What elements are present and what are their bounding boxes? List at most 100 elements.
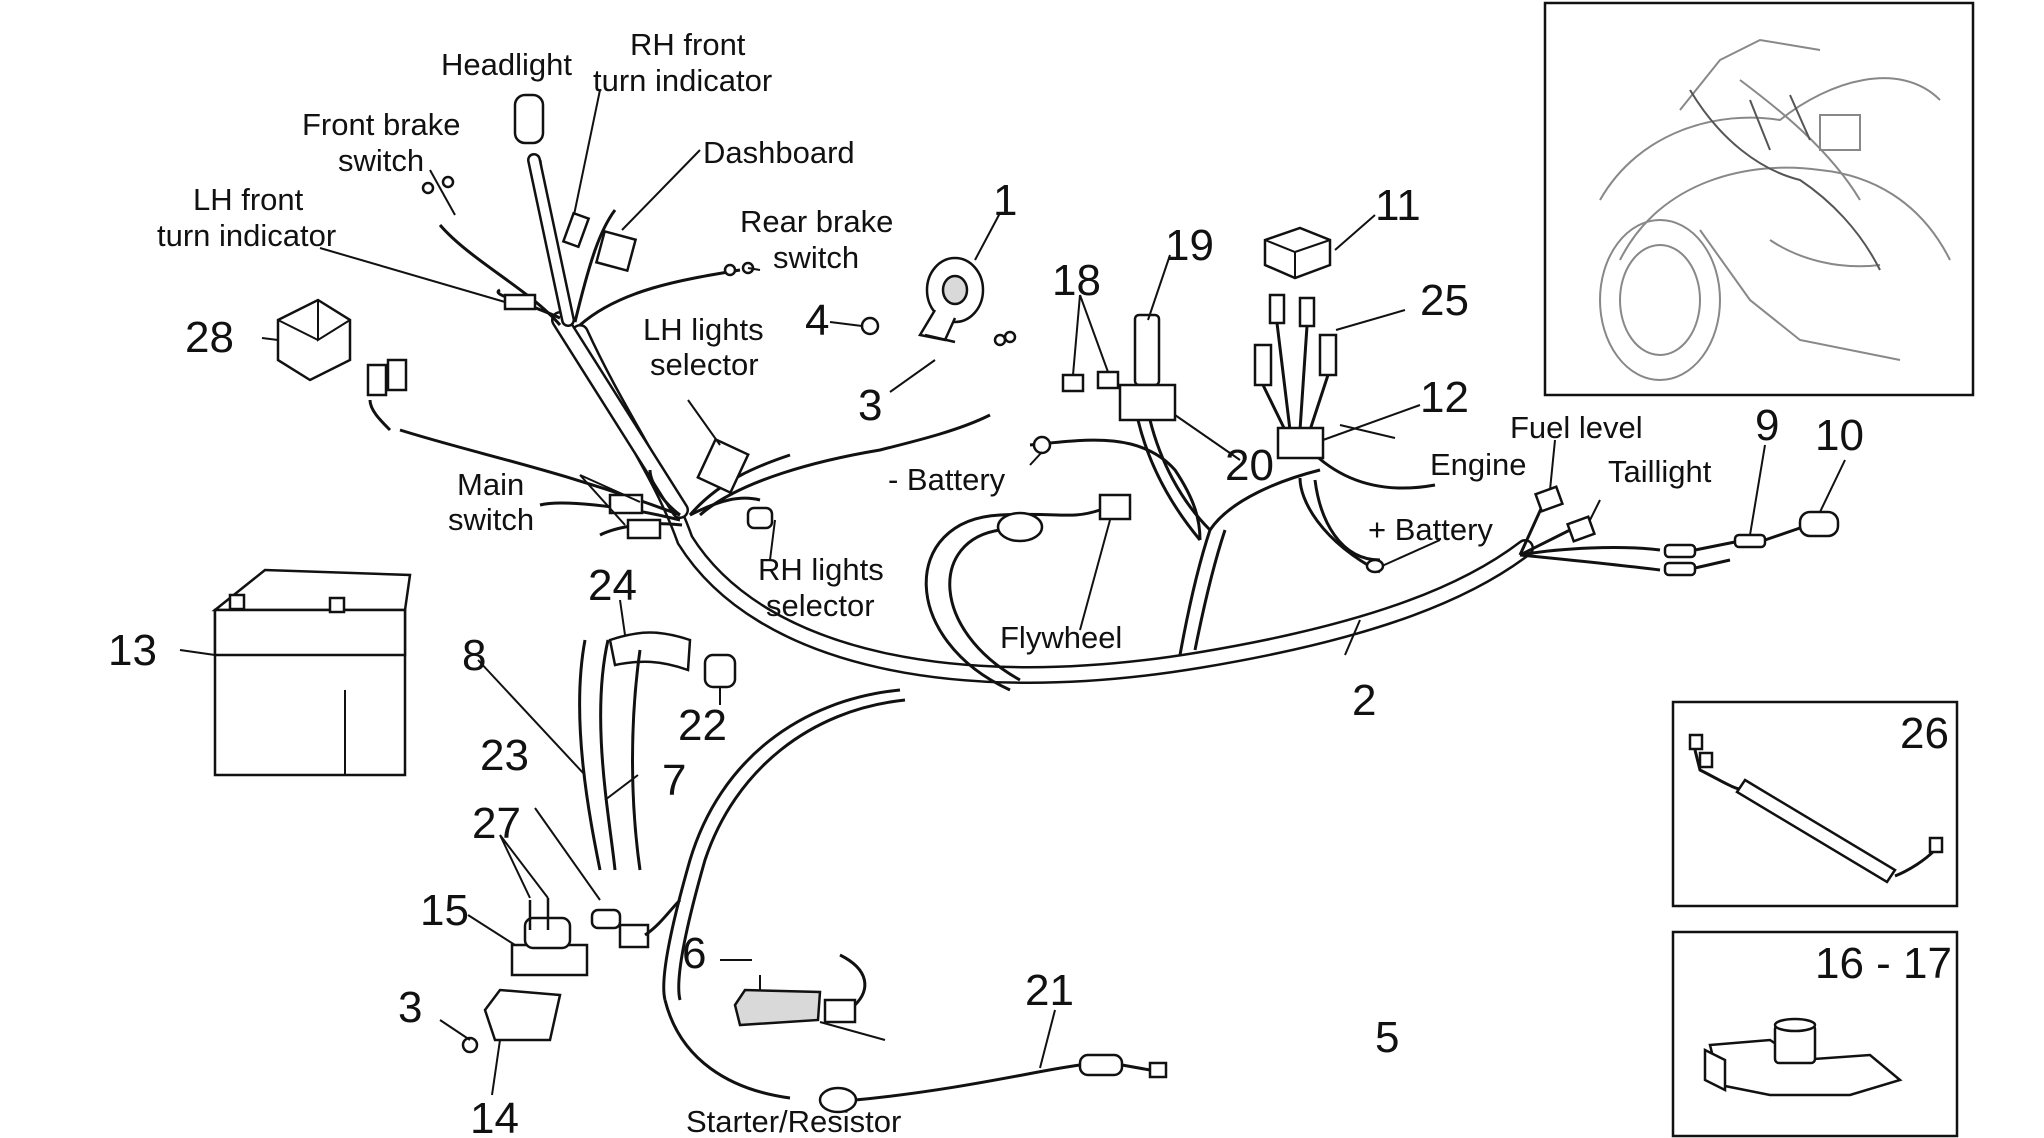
- label-plus-battery: + Battery: [1368, 512, 1493, 547]
- label-rh-front-2: turn indicator: [593, 63, 772, 98]
- label-fuel-level: Fuel level: [1510, 410, 1643, 445]
- label-starter-resistor: Starter/Resistor: [686, 1104, 901, 1138]
- rear-brake-terminal: [723, 263, 737, 277]
- label-lh-front-2: turn indicator: [157, 218, 336, 253]
- terminal: [1688, 733, 1704, 751]
- main-switch-connector: [608, 493, 644, 515]
- sleeved-wire: [1735, 778, 1897, 884]
- starter-resistor-cable: [663, 999, 1168, 1114]
- inset-number-26: 26: [1900, 709, 1949, 758]
- screws-27: [528, 898, 550, 930]
- part-number-8: 8: [462, 631, 486, 680]
- clip-side: [1703, 1047, 1727, 1093]
- part-number-28: 28: [185, 313, 234, 362]
- fuse: [1061, 373, 1085, 393]
- part-number-20: 20: [1225, 441, 1274, 490]
- relay-28: [276, 298, 408, 397]
- relay-11: [1263, 226, 1332, 280]
- fuel-level-connector: [1533, 485, 1565, 513]
- part-number-23: 23: [480, 731, 529, 780]
- label-headlight: Headlight: [441, 47, 572, 82]
- part-number-10: 10: [1815, 411, 1864, 460]
- taillight-connector: [1565, 515, 1597, 543]
- label-lh-lights-2: selector: [650, 347, 759, 382]
- inset-number-16-17: 16 - 17: [1815, 939, 1952, 988]
- part-number-3b: 3: [398, 983, 422, 1032]
- rear-connector: [1663, 543, 1697, 559]
- part-number-2: 2: [1352, 676, 1376, 725]
- flywheel-grommet: [996, 511, 1044, 543]
- label-rear-brake-1: Rear brake: [740, 204, 893, 239]
- regulator: [733, 953, 867, 1027]
- front-brake-terminal: [421, 181, 435, 195]
- inset-26: 26: [1671, 700, 1959, 908]
- minus-battery-terminal: [1032, 435, 1052, 455]
- label-rh-lights-2: selector: [766, 588, 875, 623]
- label-minus-battery: - Battery: [888, 462, 1006, 497]
- lamp-10: [1798, 510, 1840, 538]
- connector-9: [1733, 533, 1767, 549]
- plus-battery-terminal: [1365, 558, 1385, 574]
- part-number-7: 7: [662, 756, 686, 805]
- part-number-14: 14: [470, 1094, 519, 1138]
- lh-lights-connector: [696, 437, 750, 495]
- spark-plug-cap: [608, 631, 692, 672]
- part-number-19: 19: [1165, 221, 1214, 270]
- rear-connector: [1663, 561, 1697, 577]
- label-lh-lights-1: LH lights: [643, 312, 764, 347]
- label-main-switch-1: Main: [457, 467, 524, 502]
- part-number-21: 21: [1025, 966, 1074, 1015]
- hv-cable-8: [578, 639, 602, 871]
- rh-turn-connector: [561, 211, 591, 249]
- scooter-overview-inset: [1543, 1, 1975, 397]
- cap-22: [703, 653, 737, 689]
- rh-lights-connector: [746, 506, 774, 530]
- horn: [918, 256, 1017, 347]
- bolt-3: [924, 333, 956, 344]
- part-number-27: 27: [472, 799, 521, 848]
- battery: [211, 568, 412, 777]
- lh-turn-connector: [503, 293, 537, 311]
- flywheel-connector: [1098, 493, 1132, 521]
- part-number-15: 15: [420, 886, 469, 935]
- part-number-1: 1: [993, 176, 1017, 225]
- terminal: [1698, 751, 1714, 769]
- hv-cable-7: [599, 639, 617, 871]
- fuse-holder: [1118, 313, 1212, 541]
- dashboard-connector: [594, 229, 638, 273]
- nut-4: [860, 316, 880, 336]
- part-number-25: 25: [1420, 276, 1469, 325]
- main-harness: [551, 311, 1661, 1001]
- front-brake-terminal: [441, 175, 455, 189]
- inset-16-17: 16 - 17: [1671, 930, 1959, 1138]
- ignition-coil: [510, 908, 650, 977]
- label-rear-brake-2: switch: [773, 240, 859, 275]
- part-number-9: 9: [1755, 401, 1779, 450]
- part-number-24: 24: [588, 561, 637, 610]
- part-number-4: 4: [805, 296, 829, 345]
- part-number-12: 12: [1420, 373, 1469, 422]
- headlight-connector: [513, 93, 545, 145]
- part-number-13: 13: [108, 626, 157, 675]
- label-front-brake-1: Front brake: [302, 107, 461, 142]
- fuse: [1096, 370, 1120, 390]
- labels: Headlight RH front turn indicator Front …: [157, 27, 1712, 1138]
- part-number-6: 6: [682, 929, 706, 978]
- label-engine: Engine: [1430, 447, 1527, 482]
- part-number-22: 22: [678, 701, 727, 750]
- terminal: [1928, 836, 1944, 854]
- label-front-brake-2: switch: [338, 143, 424, 178]
- part-numbers: 1 2 3 4 5 6 7 8 9 10 11 12 13 14 15 18 1…: [108, 176, 1864, 1138]
- part-number-11: 11: [1375, 181, 1421, 230]
- main-switch-connector: [626, 518, 662, 540]
- bracket-14: [461, 988, 562, 1054]
- part-number-5: 5: [1375, 1013, 1399, 1062]
- label-main-switch-2: switch: [448, 502, 534, 537]
- label-rh-lights-1: RH lights: [758, 552, 884, 587]
- label-lh-front-1: LH front: [193, 182, 304, 217]
- clip-top: [1773, 1017, 1817, 1033]
- part-number-3a: 3: [858, 381, 882, 430]
- label-dashboard: Dashboard: [703, 135, 855, 170]
- leader-lines: [179, 89, 1846, 1096]
